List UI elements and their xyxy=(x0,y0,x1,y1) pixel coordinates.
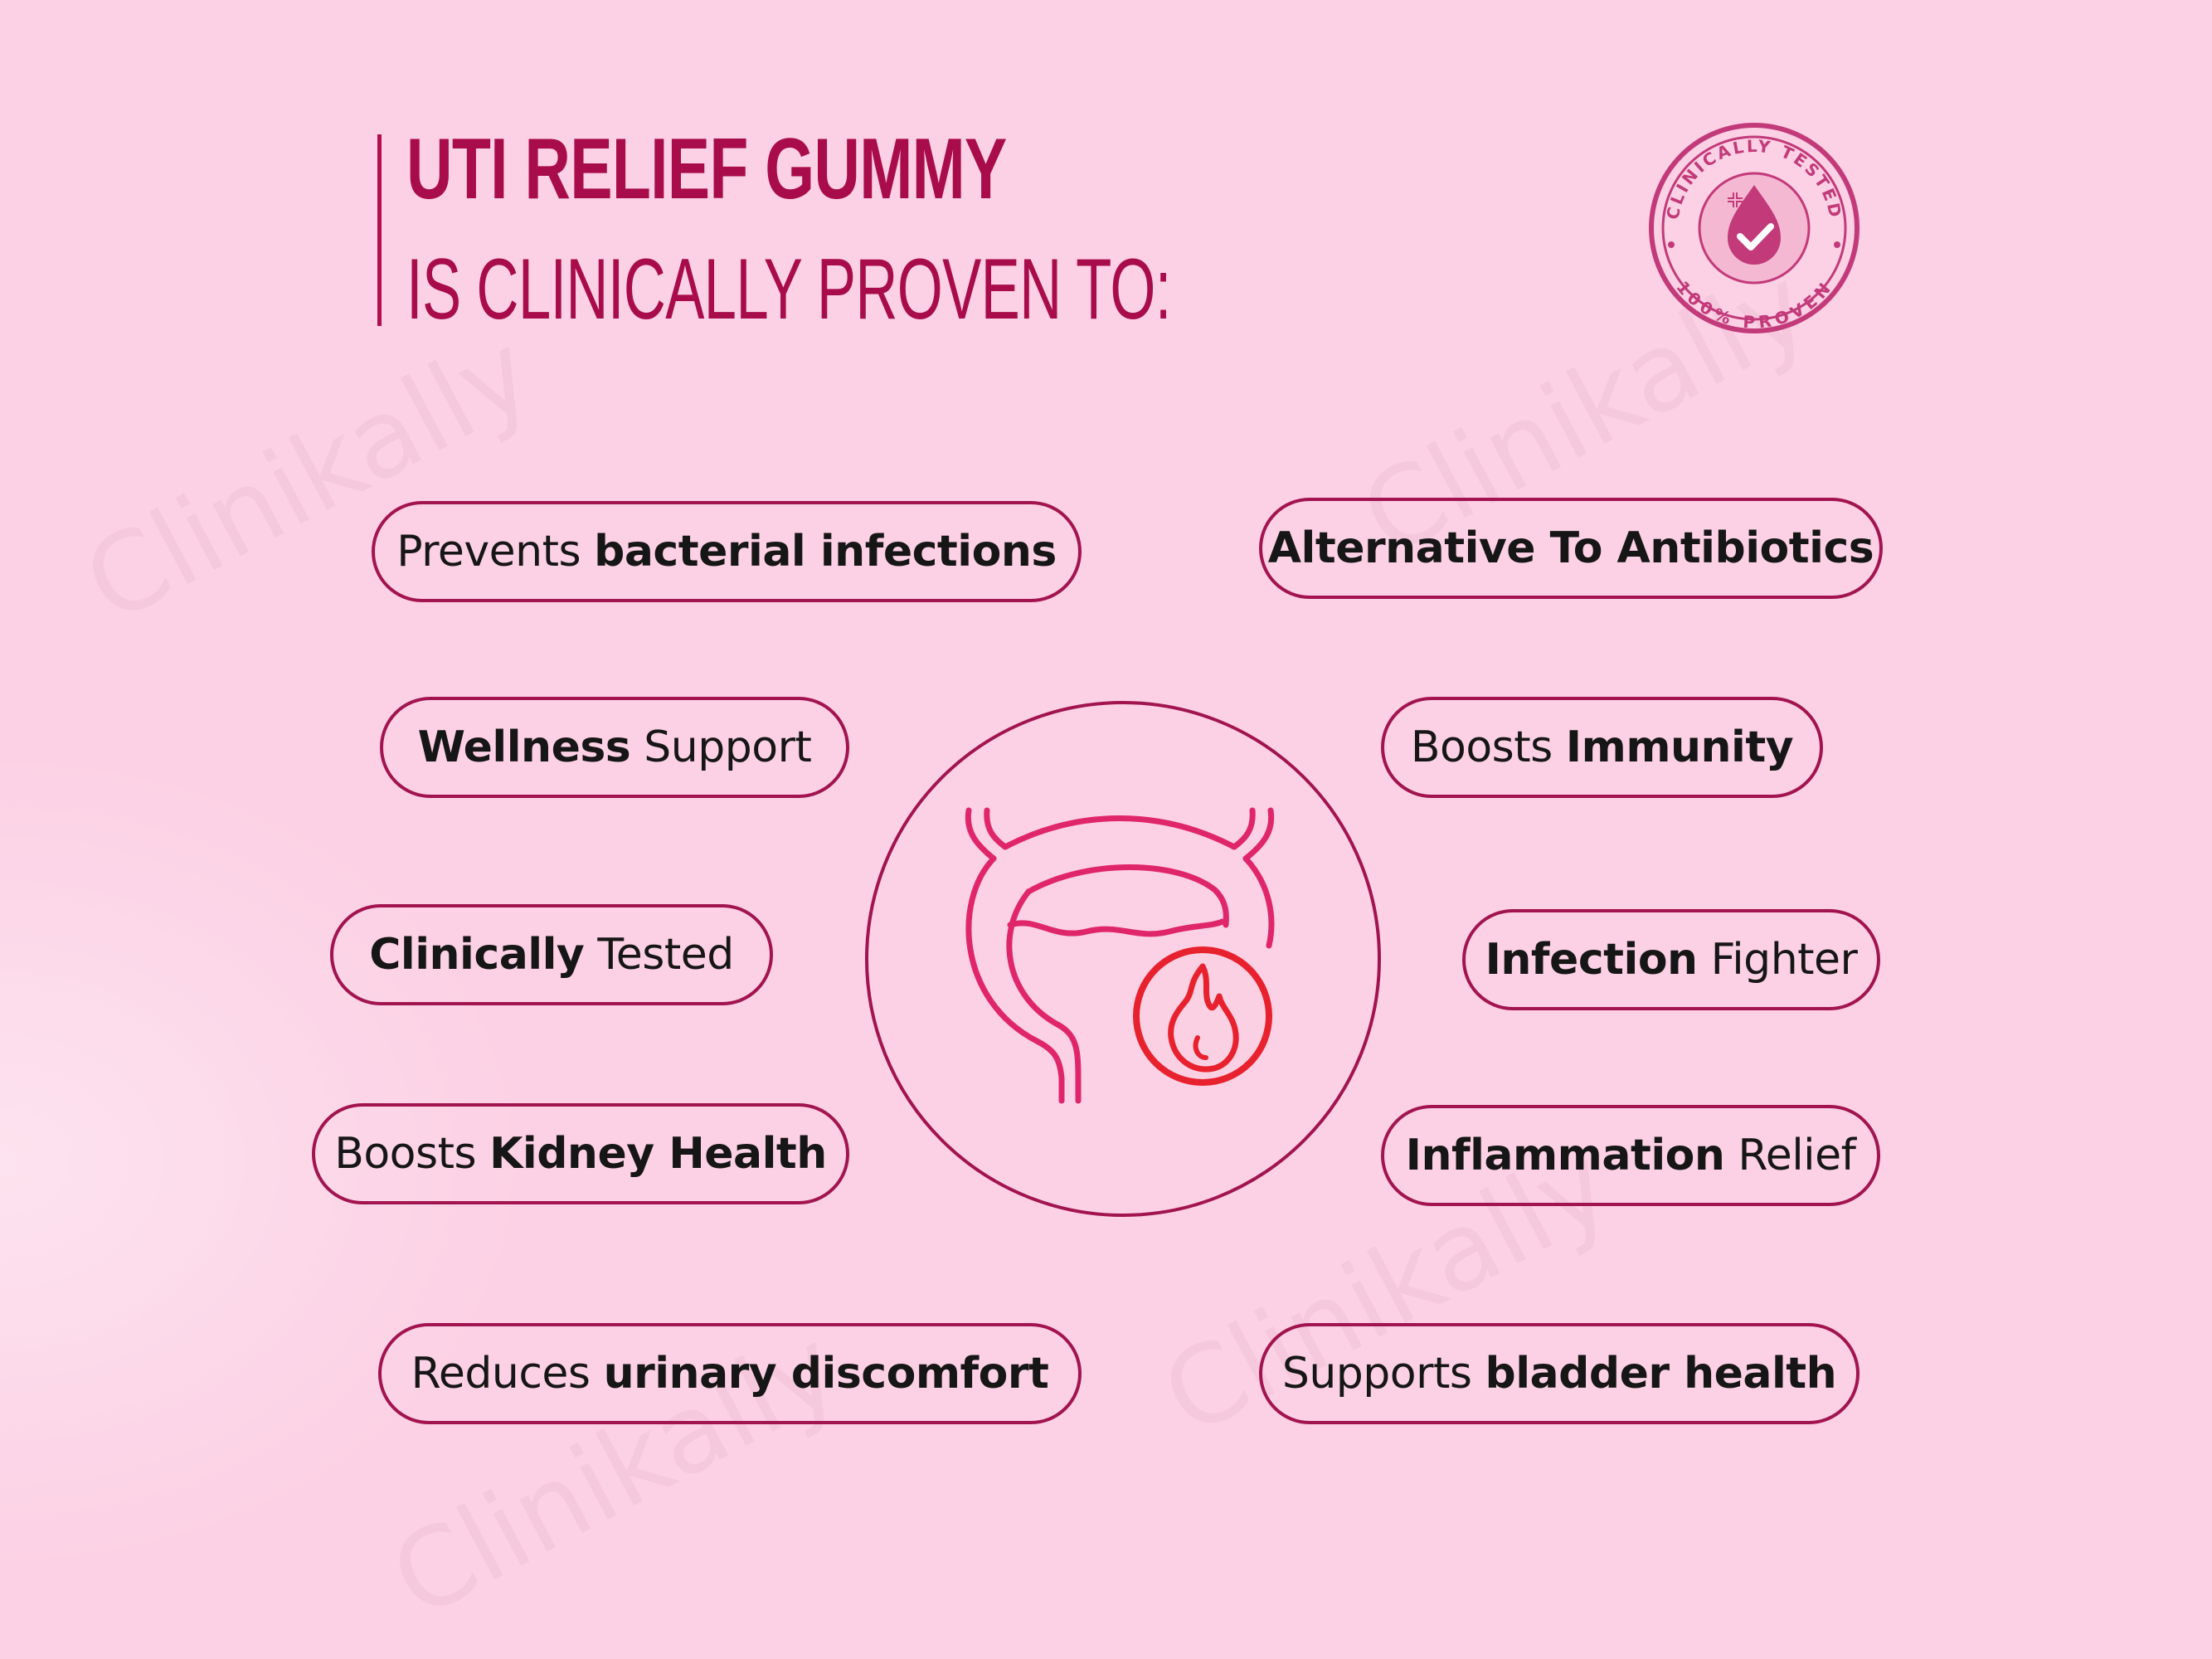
benefit-text: Fighter xyxy=(1710,935,1858,985)
benefit-text: Supports xyxy=(1281,1349,1472,1399)
benefit-boosts-immunity: Boosts Immunity xyxy=(1381,697,1823,798)
benefit-text: Tested xyxy=(597,930,734,980)
benefit-text: Support xyxy=(644,722,812,772)
benefit-text-bold: Clinically xyxy=(369,930,585,980)
droplet-check-icon xyxy=(1728,185,1781,265)
benefit-reduces-urinary-discomfort: Reduces urinary discomfort xyxy=(378,1323,1082,1424)
page-subtitle: IS CLINICALLY PROVEN TO: xyxy=(406,241,1171,338)
benefit-text-bold: Wellness xyxy=(417,722,631,772)
benefit-text-bold: Inflammation xyxy=(1405,1131,1725,1180)
benefit-alternative-to-antibiotics: Alternative To Antibiotics xyxy=(1259,498,1883,599)
benefit-text-bold: urinary discomfort xyxy=(603,1349,1049,1399)
benefit-text: Boosts xyxy=(1410,722,1553,772)
benefit-text: Prevents xyxy=(396,527,581,577)
page-title: UTI RELIEF GUMMY xyxy=(406,121,1007,217)
clinically-tested-badge: CLINICALLY TESTED 100% PROVEN xyxy=(1649,123,1860,333)
benefit-text-bold: Kidney Health xyxy=(489,1129,827,1179)
benefit-inflammation-relief: Inflammation Relief xyxy=(1381,1105,1880,1206)
center-illustration-circle xyxy=(865,701,1381,1217)
svg-text:100% PROVEN: 100% PROVEN xyxy=(1672,277,1835,332)
benefit-text-bold: Infection xyxy=(1485,935,1699,985)
benefit-text: Reduces xyxy=(411,1349,591,1399)
inflamed-bladder-icon xyxy=(965,807,1275,1104)
benefit-text: Boosts xyxy=(334,1129,477,1179)
flame-icon xyxy=(1133,946,1272,1086)
benefit-text-bold: bladder health xyxy=(1485,1349,1837,1399)
benefit-prevents-bacterial-infections: Prevents bacterial infections xyxy=(372,501,1082,602)
benefit-text-bold: Immunity xyxy=(1565,722,1794,772)
badge-bottom-text: 100% PROVEN xyxy=(1672,277,1833,332)
benefit-text-bold: bacterial infections xyxy=(594,527,1057,577)
benefit-text: Relief xyxy=(1738,1131,1856,1180)
title-accent-bar xyxy=(377,134,382,326)
benefit-wellness-support: Wellness Support xyxy=(380,697,849,798)
benefit-clinically-tested: Clinically Tested xyxy=(330,904,773,1005)
benefit-infection-fighter: Infection Fighter xyxy=(1462,909,1880,1010)
benefit-boosts-kidney-health: Boosts Kidney Health xyxy=(312,1103,849,1204)
benefit-text-bold: Alternative To Antibiotics xyxy=(1267,523,1874,573)
benefit-supports-bladder-health: Supports bladder health xyxy=(1259,1323,1860,1424)
